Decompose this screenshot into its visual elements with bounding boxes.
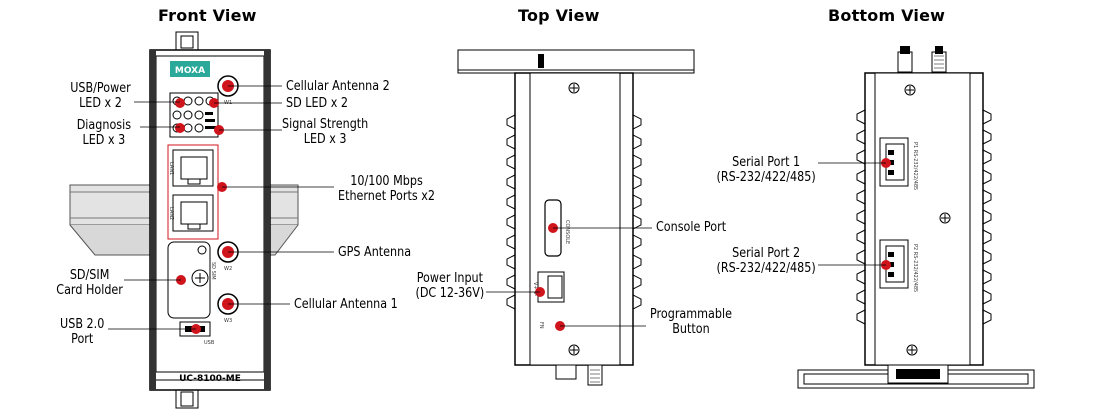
moxa-logo: MOXA (175, 66, 205, 76)
serial-port-1-label: Serial Port 1(RS-232/422/485) (716, 155, 816, 185)
bottom-view-title: Bottom View (828, 6, 946, 25)
svg-text:P1 RS-232/422/485: P1 RS-232/422/485 (912, 142, 918, 190)
bottom-view-drawing: P1 RS-232/422/485 P2 RS-232/422/485 (797, 46, 1035, 389)
svg-text:LAN2: LAN2 (168, 207, 174, 220)
svg-text:SD SIM: SD SIM (210, 262, 216, 280)
console-port-label: Console Port (656, 220, 727, 235)
svg-text:W3: W3 (224, 318, 232, 324)
front-view-title: Front View (158, 6, 257, 25)
diagnosis-led-marker (175, 123, 185, 133)
svg-text:FN: FN (538, 322, 544, 329)
svg-text:LAN1: LAN1 (168, 162, 174, 175)
top-view-drawing: CONSOLE V+ V- FN (457, 49, 695, 386)
serial-port-2-label: Serial Port 2(RS-232/422/485) (716, 246, 816, 276)
cellular-antenna-1-label: Cellular Antenna 1 (294, 297, 398, 312)
svg-text:P2 RS-232/422/485: P2 RS-232/422/485 (912, 244, 918, 292)
power-input-label: Power Input(DC 12-36V) (415, 271, 485, 301)
gps-antenna-label: GPS Antenna (338, 245, 412, 260)
model-label: UC-8100-ME (179, 374, 241, 384)
top-view-title: Top View (518, 6, 600, 25)
usb-power-led-marker (175, 98, 185, 108)
svg-text:W2: W2 (224, 266, 232, 272)
front-view-drawing: MOXA W1 LAN1 LAN2 (69, 31, 334, 409)
svg-text:V+ V-: V+ V- (532, 282, 538, 296)
svg-text:CONSOLE: CONSOLE (564, 220, 570, 244)
sd-led-label: SD LED x 2 (286, 96, 349, 111)
cellular-antenna-2-label: Cellular Antenna 2 (286, 79, 390, 94)
svg-text:USB: USB (204, 340, 215, 346)
